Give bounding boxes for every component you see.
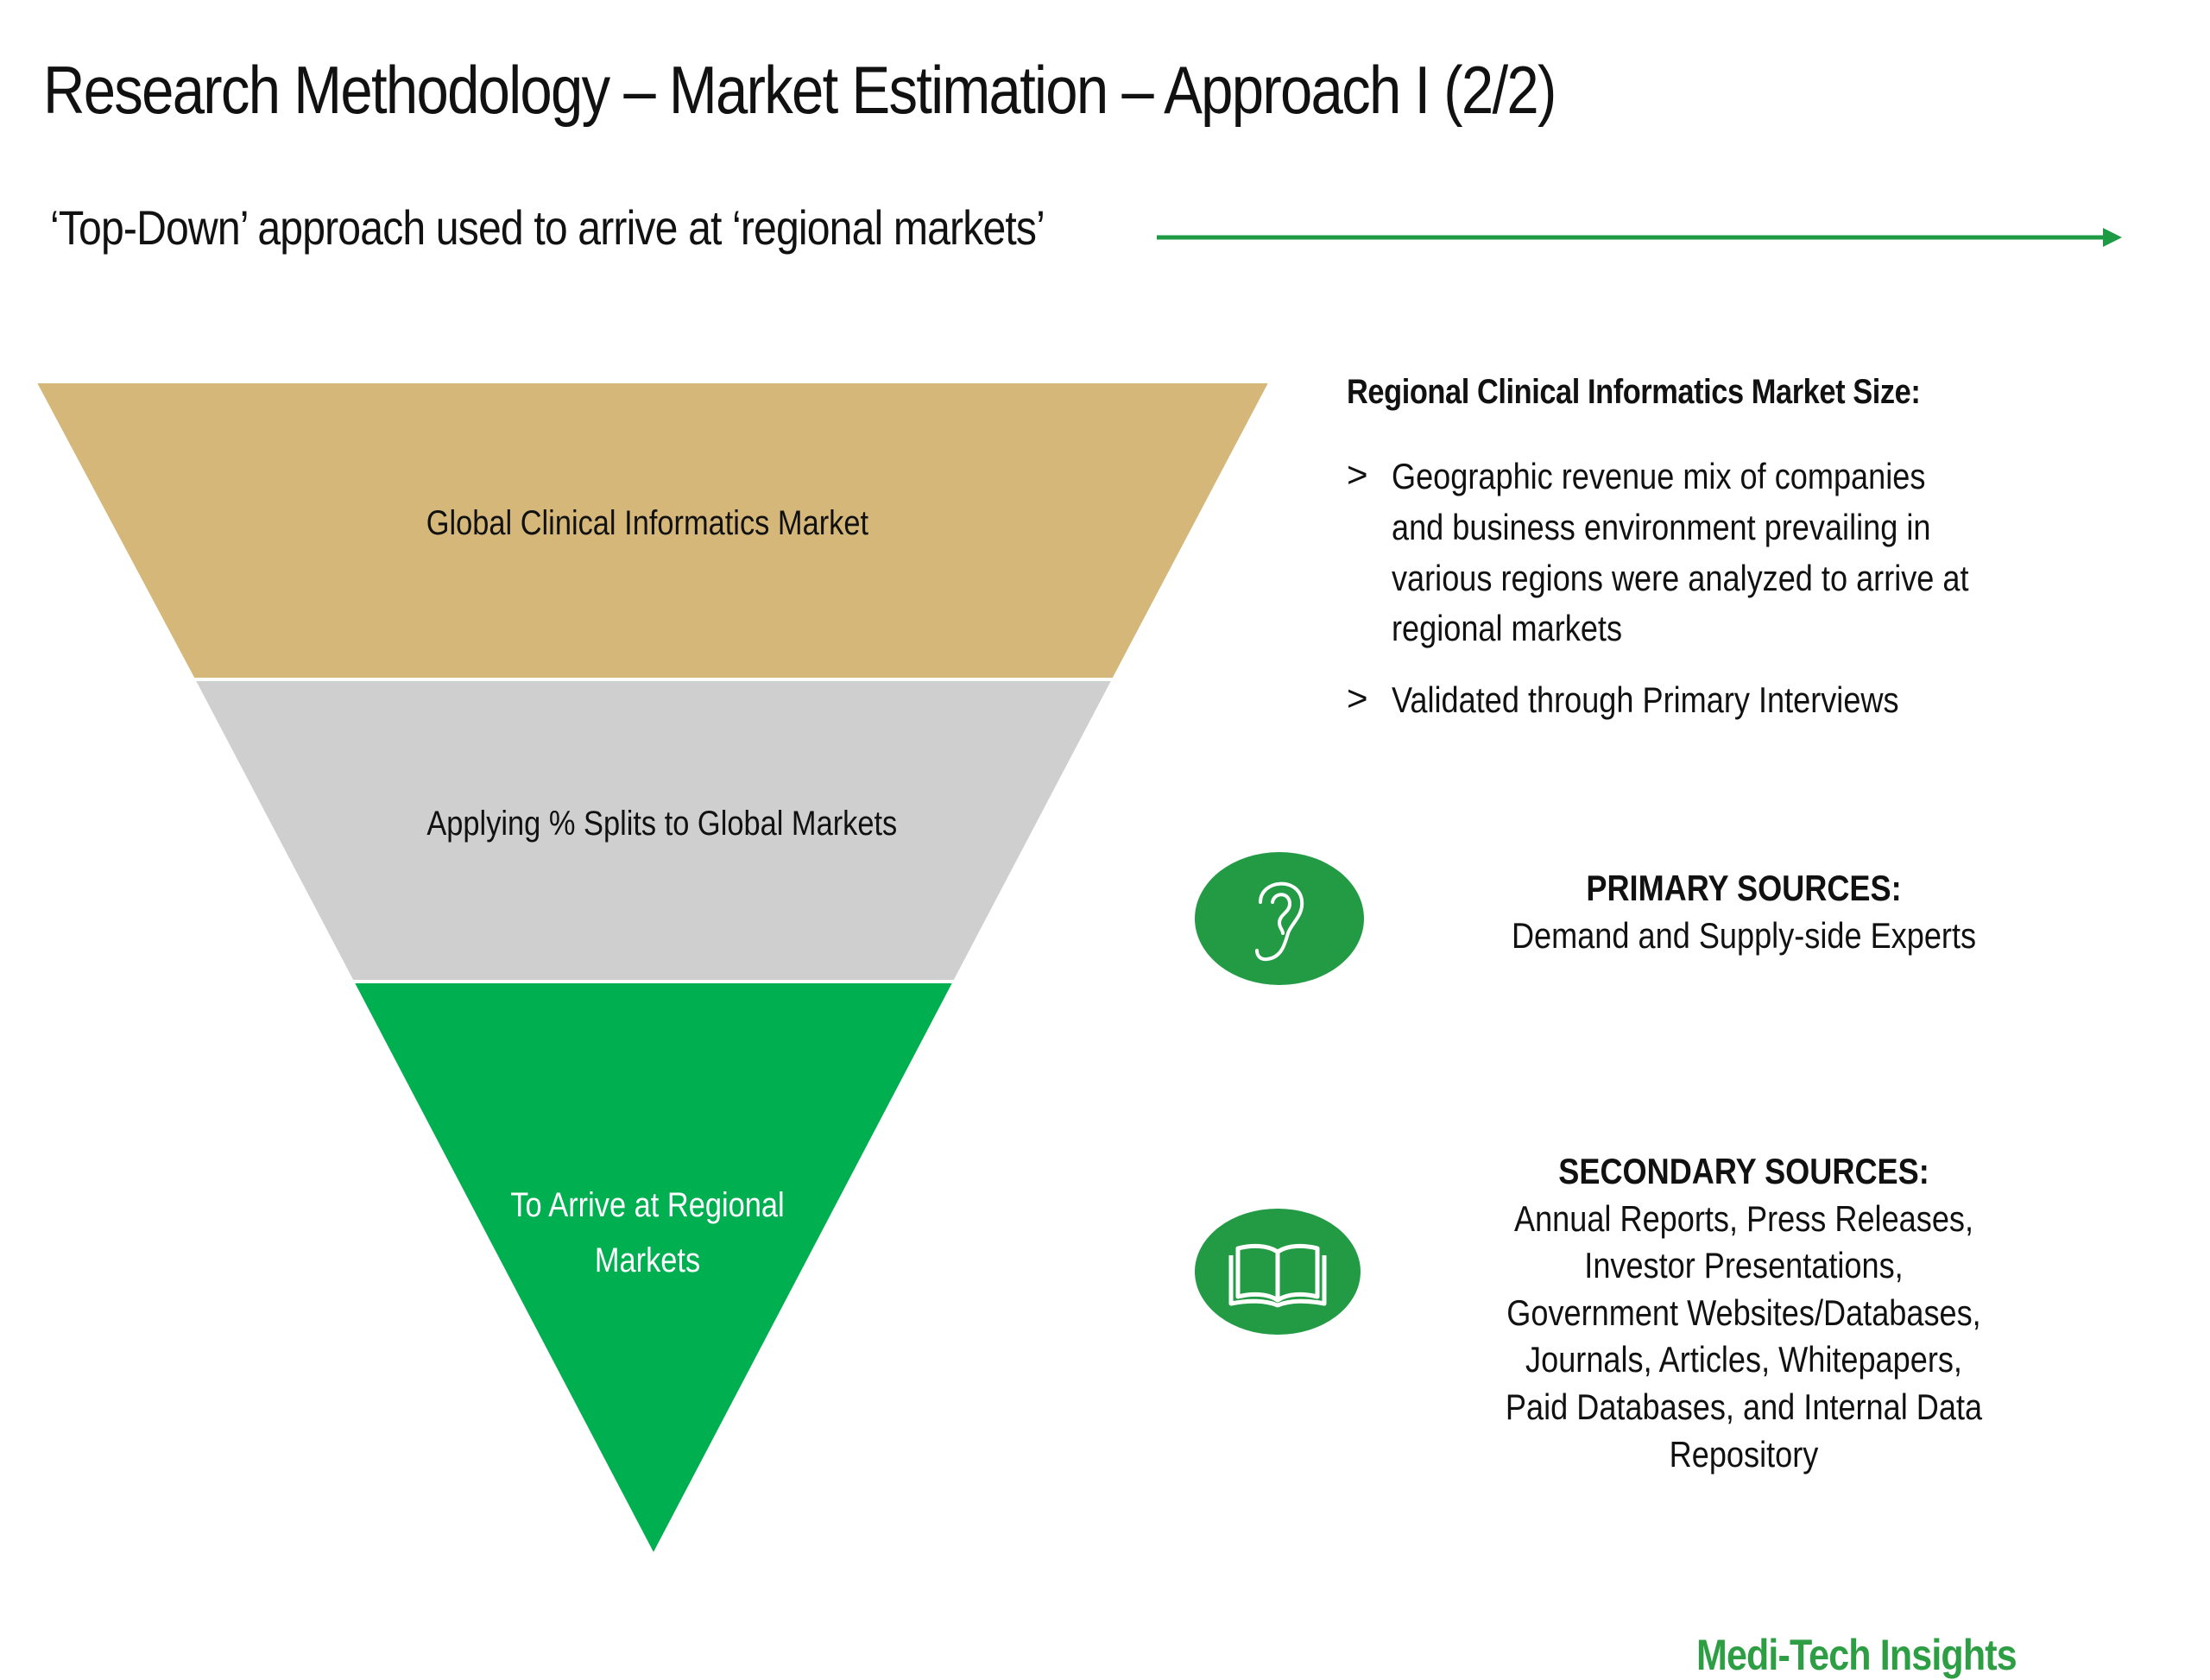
funnel-label-regional: To Arrive at Regional Markets (510, 1186, 785, 1279)
regional-market-size-panel: Regional Clinical Informatics Market Siz… (1347, 373, 2055, 747)
bullet-text: Geographic revenue mix of companies and … (1392, 456, 1969, 649)
funnel-label-global: Global Clinical Informatics Market (426, 504, 869, 542)
bullet-marker: > (1347, 678, 1368, 719)
list-item: > Validated through Primary Interviews (1347, 675, 2055, 726)
secondary-sources: SECONDARY SOURCES: Annual Reports, Press… (1416, 1148, 2072, 1478)
funnel-level-regional (349, 980, 958, 1560)
open-book-icon (1195, 1209, 1361, 1335)
ear-icon (1195, 852, 1364, 985)
top-down-funnel (35, 382, 1271, 1560)
list-item: > Geographic revenue mix of companies an… (1347, 452, 2055, 654)
funnel-label-splits: Applying % Splits to Global Markets (426, 805, 898, 843)
brand-logo: Medi-Tech Insights (1696, 1631, 2017, 1679)
secondary-sources-description: Annual Reports, Press Releases, Investor… (1505, 1197, 1983, 1475)
primary-sources-title: PRIMARY SOURCES: (1586, 868, 1902, 908)
methodology-bullets: > Geographic revenue mix of companies an… (1347, 452, 2055, 726)
primary-sources-description: Demand and Supply-side Experts (1511, 914, 1977, 956)
regional-market-size-heading: Regional Clinical Informatics Market Siz… (1347, 373, 1921, 411)
direction-arrow (1157, 228, 2122, 247)
bullet-marker: > (1347, 454, 1368, 495)
secondary-sources-title: SECONDARY SOURCES: (1558, 1151, 1929, 1191)
primary-sources: PRIMARY SOURCES: Demand and Supply-side … (1416, 865, 2072, 959)
bullet-text: Validated through Primary Interviews (1392, 679, 1899, 721)
slide-subtitle: ‘Top-Down’ approach used to arrive at ‘r… (50, 200, 1045, 255)
slide-title: Research Methodology – Market Estimation… (43, 52, 1556, 128)
